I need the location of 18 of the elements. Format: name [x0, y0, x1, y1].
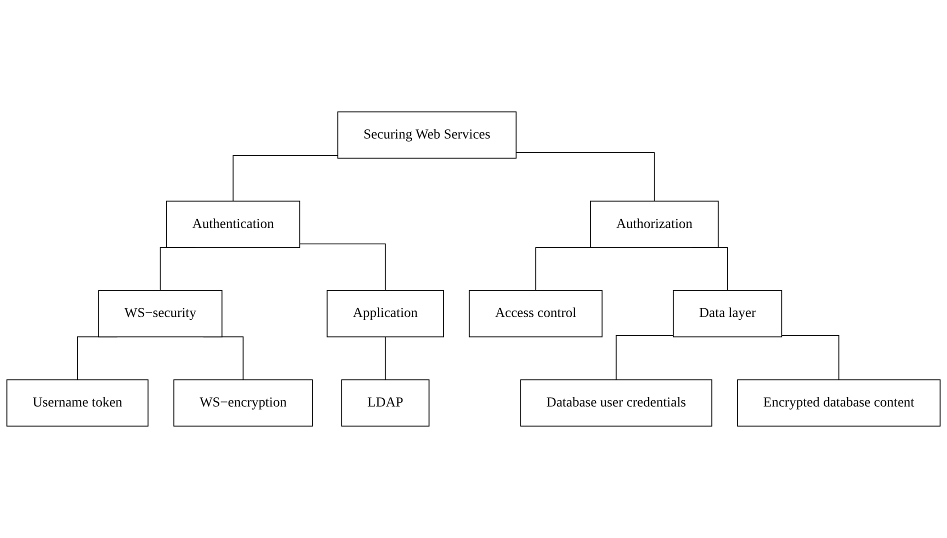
node-box: LDAP — [341, 379, 430, 427]
node-box: Database user credentials — [520, 379, 712, 427]
connector — [384, 336, 386, 380]
node-box: Username token — [6, 379, 148, 427]
connector — [299, 243, 386, 291]
connector — [616, 334, 674, 380]
node-box: Access control — [468, 290, 603, 338]
node-box: Encrypted database content — [737, 379, 941, 427]
node-box: Authentication — [166, 200, 300, 248]
node-box: WS−security — [98, 290, 222, 338]
connector — [232, 155, 338, 202]
node-box: WS−encryption — [173, 379, 313, 427]
node-box: Authorization — [590, 200, 719, 248]
node-box: Securing Web Services — [337, 111, 517, 159]
node-box: Data layer — [672, 290, 782, 338]
connector — [516, 152, 655, 202]
node-box: Application — [326, 290, 444, 338]
connector — [781, 334, 840, 380]
